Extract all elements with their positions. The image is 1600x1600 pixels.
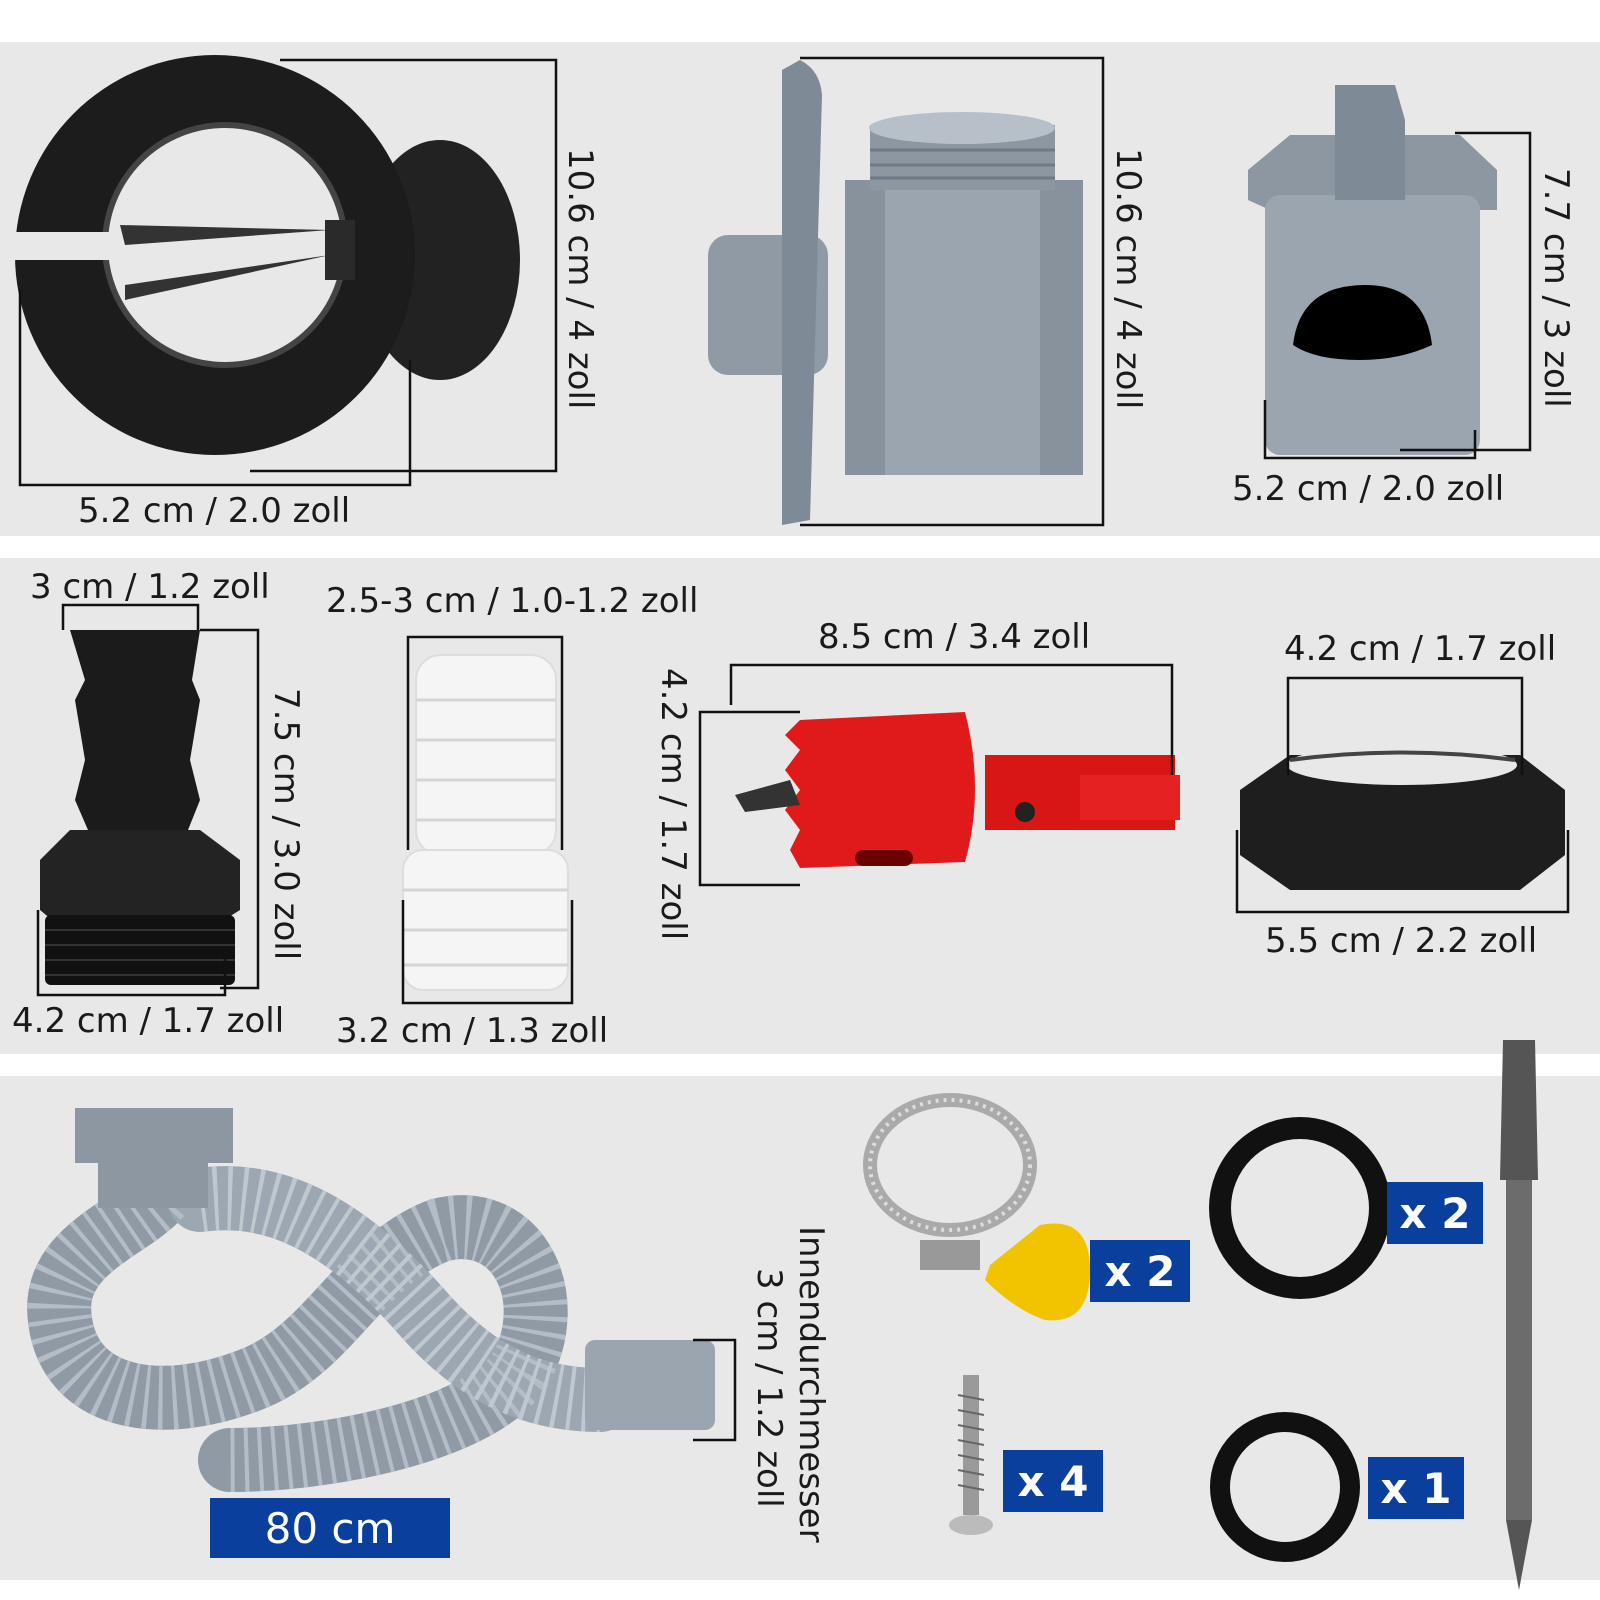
cap-width-label: 5.2 cm / 2.0 zoll xyxy=(1232,469,1505,509)
small-ring-qty-badge: x 1 xyxy=(1368,1457,1464,1519)
large-gasket-ring xyxy=(1209,1117,1391,1299)
hose-length-badge: 80 cm xyxy=(210,1498,450,1558)
inner-diameter-title: Innendurchmesser xyxy=(791,1226,831,1543)
coupler-bottom-label: 3.2 cm / 1.3 zoll xyxy=(336,1011,609,1051)
screw-qty-badge: x 4 xyxy=(1003,1450,1103,1512)
large-ring-qty-badge: x 2 xyxy=(1387,1182,1483,1244)
nut-top-label: 4.2 cm / 1.7 zoll xyxy=(1284,629,1557,669)
hose-clamp-image xyxy=(863,1093,1090,1321)
strainer-height-label: 10.6 cm / 4 zoll xyxy=(560,148,600,410)
holesaw-diameter-label: 4.2 cm / 1.7 zoll xyxy=(653,668,693,941)
screw-image xyxy=(949,1375,993,1535)
drill-bit-image xyxy=(1500,1040,1538,1590)
cap-image xyxy=(1248,85,1497,455)
barb-top-label: 3 cm / 1.2 zoll xyxy=(30,567,270,607)
drain-hose-image xyxy=(27,1108,715,1492)
hose-barb-image xyxy=(40,630,240,985)
panel-row-3 xyxy=(0,1076,1600,1580)
cap-height-label: 7.7 cm / 3 zoll xyxy=(1536,168,1576,408)
small-gasket-ring xyxy=(1210,1412,1360,1562)
coupler-image xyxy=(402,654,569,991)
barb-bottom-label: 4.2 cm / 1.7 zoll xyxy=(12,1001,285,1041)
nut-image xyxy=(1240,745,1565,890)
strainer-image xyxy=(15,55,520,455)
wall-adapter-image xyxy=(708,60,1083,525)
adapter-height-label: 10.6 cm / 4 zoll xyxy=(1108,148,1148,410)
strainer-width-label: 5.2 cm / 2.0 zoll xyxy=(78,491,351,531)
hole-saw-image xyxy=(735,712,1180,868)
clamp-qty-badge: x 2 xyxy=(1090,1240,1190,1302)
barb-height-label: 7.5 cm / 3.0 zoll xyxy=(266,688,306,961)
holesaw-length-label: 8.5 cm / 3.4 zoll xyxy=(818,617,1091,657)
coupler-top-label: 2.5-3 cm / 1.0-1.2 zoll xyxy=(326,581,699,621)
inner-diameter-value: 3 cm / 1.2 zoll xyxy=(749,1268,789,1508)
nut-bottom-label: 5.5 cm / 2.2 zoll xyxy=(1265,921,1538,961)
